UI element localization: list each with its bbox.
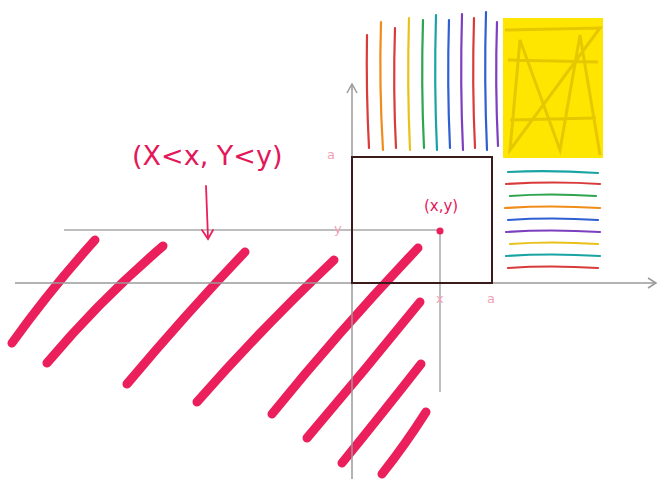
hatching — [12, 240, 426, 474]
axis-tick-label: a — [487, 292, 495, 305]
square — [352, 157, 492, 283]
annotation-arrow — [202, 186, 213, 239]
axis-tick-label: x — [436, 292, 444, 305]
yellow-scribble — [503, 18, 603, 158]
region-annotation: (X<x, Y<y) — [132, 142, 282, 169]
axis-tick-label: y — [334, 222, 342, 235]
guide-lines — [64, 230, 440, 392]
axis-tick-label: a — [327, 148, 335, 161]
vertical-strokes — [367, 12, 498, 150]
point-label: (x,y) — [424, 199, 458, 214]
point — [437, 228, 444, 235]
horizontal-strokes — [505, 171, 600, 268]
